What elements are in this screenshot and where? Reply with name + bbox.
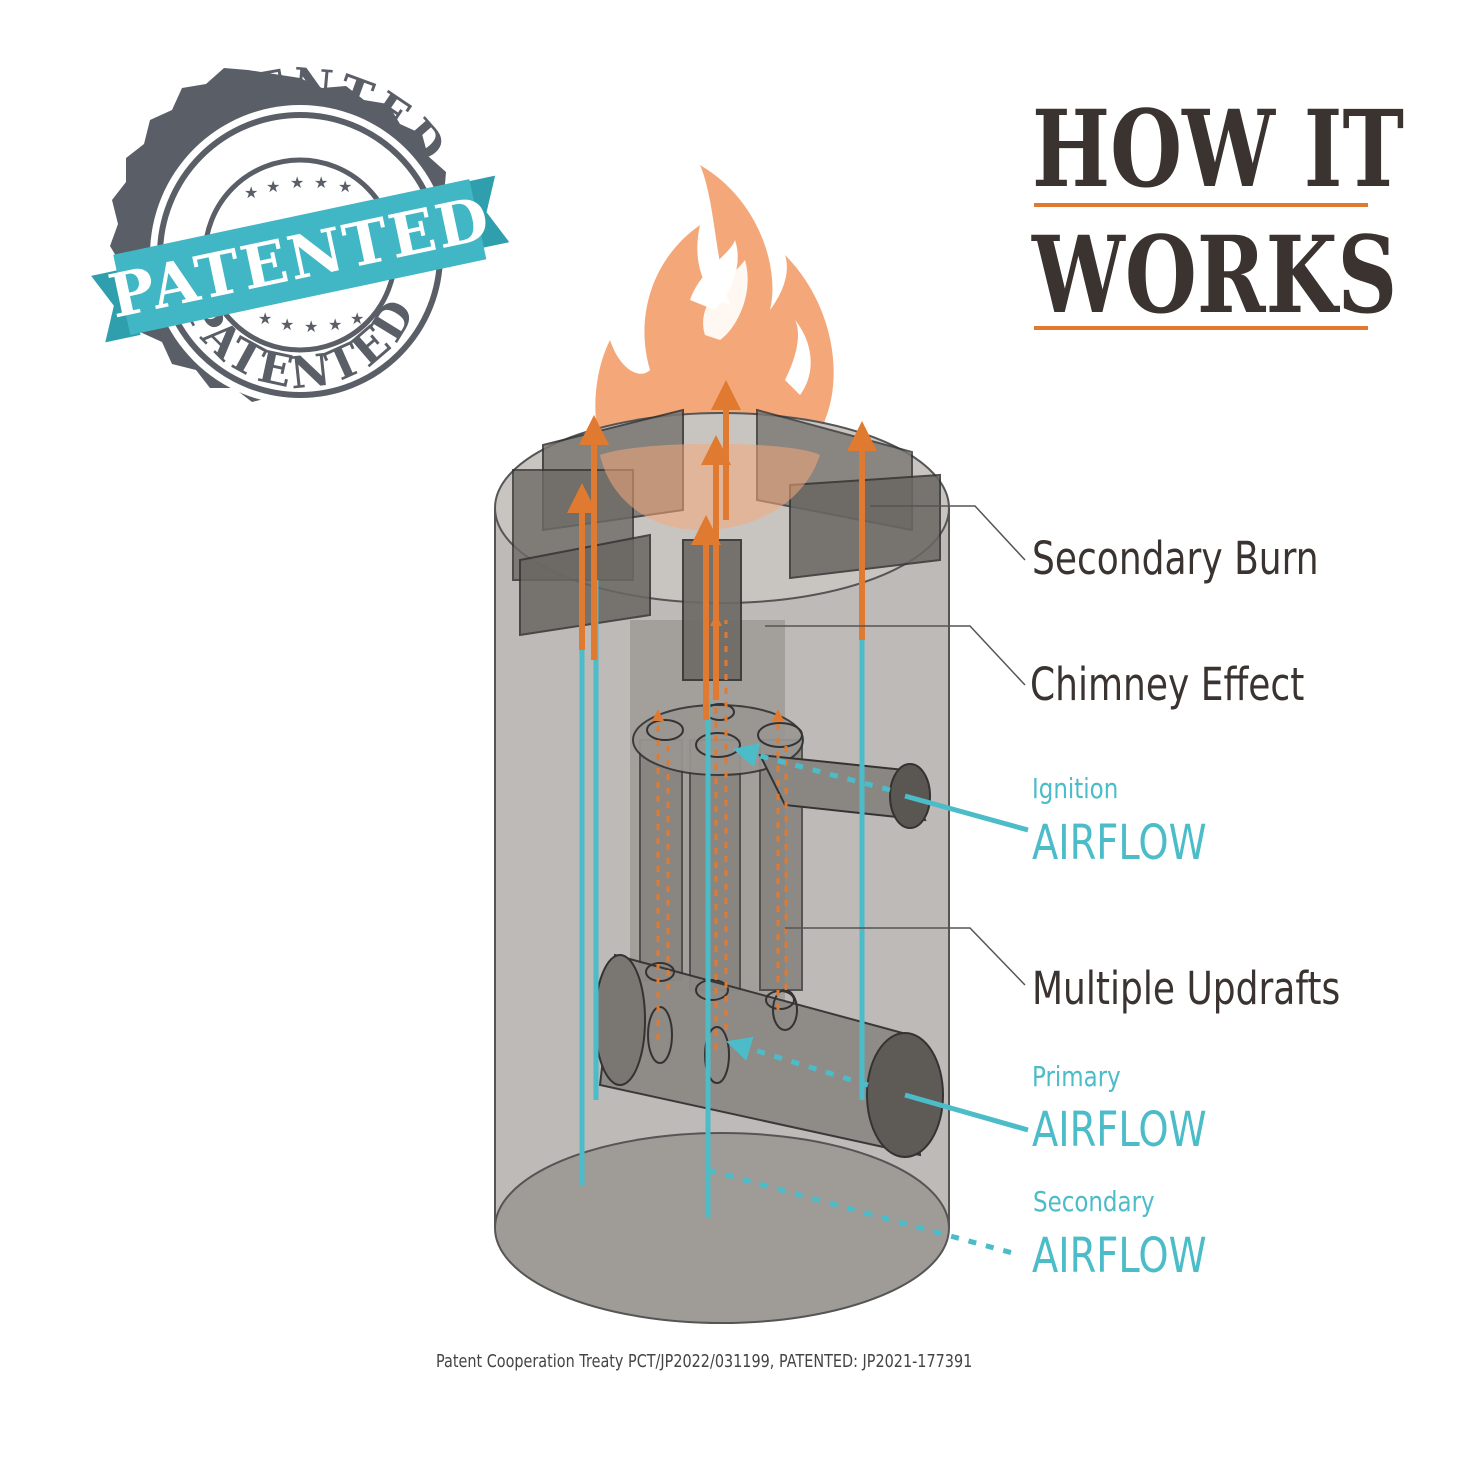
label-primary: Primary	[1032, 1060, 1121, 1093]
svg-text:★: ★	[328, 315, 342, 334]
primary-airflow-arrow	[726, 1036, 1029, 1133]
label-ignition-airflow: AIRFLOW	[1032, 815, 1207, 871]
ignition-airflow-arrow	[732, 743, 1029, 833]
label-secondary: Secondary	[1033, 1185, 1155, 1218]
svg-text:★: ★	[290, 173, 304, 192]
patent-footer: Patent Cooperation Treaty PCT/JP2022/031…	[436, 1351, 973, 1372]
page-title-line1: HOW IT	[1032, 86, 1404, 211]
label-leader-lines	[765, 505, 1026, 986]
orange-dashed-updrafts	[652, 614, 788, 1050]
title-underline-2	[1034, 326, 1368, 330]
stamp-stars-bottom: ★ ★ ★ ★ ★	[258, 309, 364, 336]
svg-text:★: ★	[338, 177, 352, 196]
label-multiple-updrafts: Multiple Updrafts	[1032, 962, 1341, 1015]
label-secondary-airflow: AIRFLOW	[1032, 1228, 1207, 1284]
label-chimney-effect: Chimney Effect	[1030, 658, 1305, 711]
svg-text:★: ★	[350, 309, 364, 328]
svg-text:★: ★	[314, 173, 328, 192]
patented-stamp: PATENTED PATENTED ★★★★★ ★★★★★ PATENTED	[91, 59, 510, 405]
svg-text:★: ★	[244, 183, 258, 202]
page-title-line2: WORKS	[1032, 212, 1398, 337]
svg-text:★: ★	[266, 177, 280, 196]
primary-air-pipe	[594, 953, 944, 1158]
orange-updraft-arrows	[567, 380, 877, 720]
label-ignition: Ignition	[1032, 772, 1119, 805]
svg-text:★: ★	[280, 315, 294, 334]
stamp-stars-top: ★ ★ ★ ★ ★	[244, 173, 352, 202]
label-secondary-burn: Secondary Burn	[1032, 532, 1319, 585]
stove-base	[494, 1132, 950, 1324]
chimney-tube	[682, 539, 742, 681]
svg-text:★: ★	[304, 317, 318, 336]
label-primary-airflow: AIRFLOW	[1032, 1102, 1207, 1158]
title-underline-1	[1034, 203, 1368, 207]
svg-text:★: ★	[258, 309, 272, 328]
